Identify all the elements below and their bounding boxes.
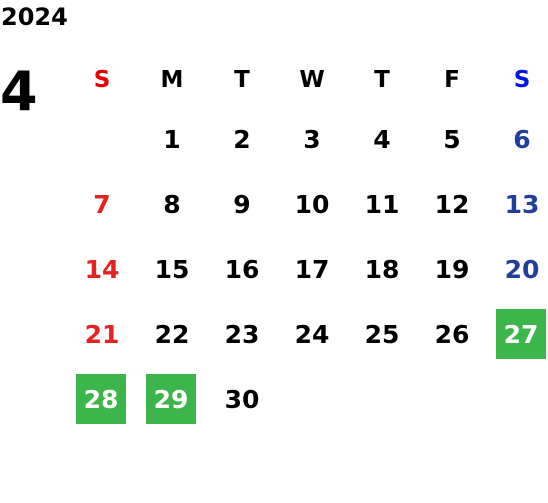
day-cell: 24	[294, 319, 330, 349]
day-cell: 15	[154, 254, 190, 284]
day-cell: 2	[233, 124, 251, 154]
year-label: 2024	[1, 3, 68, 31]
week-row-2: 7 8 9 10 11 12 13	[67, 179, 548, 244]
day-cell	[427, 374, 477, 424]
day-cell: 1	[163, 124, 181, 154]
day-cell	[77, 114, 127, 164]
weekday-saturday: S	[513, 67, 531, 93]
weekday-wednesday: W	[299, 67, 325, 93]
calendar-grid: S M T W T F S 1 2 3 4 5 6 7 8 9 10 11 12…	[67, 46, 548, 439]
day-cell: 7	[93, 189, 111, 219]
day-cell: 3	[303, 124, 321, 154]
day-cell: 6	[513, 124, 531, 154]
day-cell-holiday: 29	[146, 374, 196, 424]
day-cell: 26	[434, 319, 470, 349]
day-cell: 18	[364, 254, 400, 284]
day-cell: 23	[224, 319, 260, 349]
day-cell: 11	[364, 189, 400, 219]
week-row-5: 28 29 30	[67, 374, 548, 439]
day-cell: 12	[434, 189, 470, 219]
day-cell: 20	[504, 254, 540, 284]
day-cell	[287, 374, 337, 424]
day-cell: 14	[84, 254, 120, 284]
day-cell: 13	[504, 189, 540, 219]
day-cell-holiday: 27	[496, 309, 546, 359]
week-row-4: 21 22 23 24 25 26 27	[67, 309, 548, 374]
day-cell: 8	[163, 189, 181, 219]
week-row-3: 14 15 16 17 18 19 20	[67, 244, 548, 309]
day-cell: 19	[434, 254, 470, 284]
day-cell: 21	[84, 319, 120, 349]
day-cell: 17	[294, 254, 330, 284]
day-cell: 25	[364, 319, 400, 349]
weekday-sunday: S	[93, 67, 111, 93]
day-cell: 30	[224, 384, 260, 414]
day-cell: 10	[294, 189, 330, 219]
month-label: 4	[0, 60, 38, 123]
week-row-1: 1 2 3 4 5 6	[67, 114, 548, 179]
day-cell: 22	[154, 319, 190, 349]
day-cell	[357, 374, 407, 424]
day-cell: 4	[373, 124, 391, 154]
day-cell: 5	[443, 124, 461, 154]
weekday-friday: F	[444, 67, 460, 93]
weekday-monday: M	[160, 67, 184, 93]
weekday-tuesday: T	[234, 67, 250, 93]
day-cell-holiday: 28	[76, 374, 126, 424]
day-cell	[497, 374, 547, 424]
weekday-thursday: T	[374, 67, 390, 93]
day-cell: 16	[224, 254, 260, 284]
weekday-header-row: S M T W T F S	[67, 46, 548, 114]
day-cell: 9	[233, 189, 251, 219]
